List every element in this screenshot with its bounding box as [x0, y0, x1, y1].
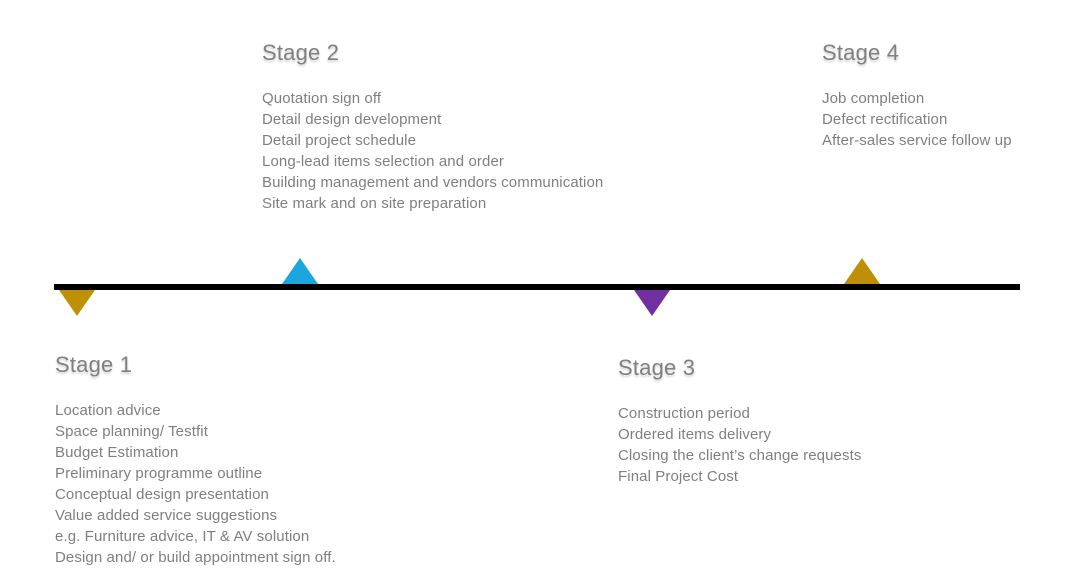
- stage-item: Quotation sign off: [262, 90, 382, 107]
- stage-3-triangle-marker-icon: [634, 290, 670, 316]
- stage-item: e.g. Furniture advice, IT & AV solution: [55, 528, 310, 545]
- stage-item: Conceptual design presentation: [55, 486, 269, 503]
- stage-item: Design and/ or build appointment sign of…: [55, 549, 336, 566]
- stage-item: Location advice: [55, 402, 161, 419]
- stage-1-triangle-marker-icon: [59, 290, 95, 316]
- stage-item: Space planning/ Testfit: [55, 423, 208, 440]
- stage-1-title: Stage 1: [55, 352, 133, 377]
- stage-3-title: Stage 3: [618, 355, 696, 380]
- stage-item: After-sales service follow up: [822, 132, 1012, 149]
- stage-item: Final Project Cost: [618, 468, 739, 485]
- stage-2-title: Stage 2: [262, 40, 340, 65]
- stage-item: Job completion: [822, 90, 925, 107]
- stage-item: Detail design development: [262, 111, 442, 128]
- stage-item: Ordered items delivery: [618, 426, 772, 443]
- stage-item: Defect rectification: [822, 111, 948, 128]
- stage-item: Construction period: [618, 405, 750, 422]
- stage-item: Preliminary programme outline: [55, 465, 263, 482]
- stage-item: Site mark and on site preparation: [262, 195, 487, 212]
- stage-4-title: Stage 4: [822, 40, 900, 65]
- stage-item: Detail project schedule: [262, 132, 417, 149]
- stage-item: Value added service suggestions: [55, 507, 278, 524]
- stage-2-triangle-marker-icon: [282, 258, 318, 284]
- stage-item: Budget Estimation: [55, 444, 179, 461]
- stage-item: Long-lead items selection and order: [262, 153, 504, 170]
- stage-4-triangle-marker-icon: [844, 258, 880, 284]
- timeline-axis: [54, 284, 1020, 290]
- stage-item: Closing the client’s change requests: [618, 447, 862, 464]
- stage-item: Building management and vendors communic…: [262, 174, 604, 191]
